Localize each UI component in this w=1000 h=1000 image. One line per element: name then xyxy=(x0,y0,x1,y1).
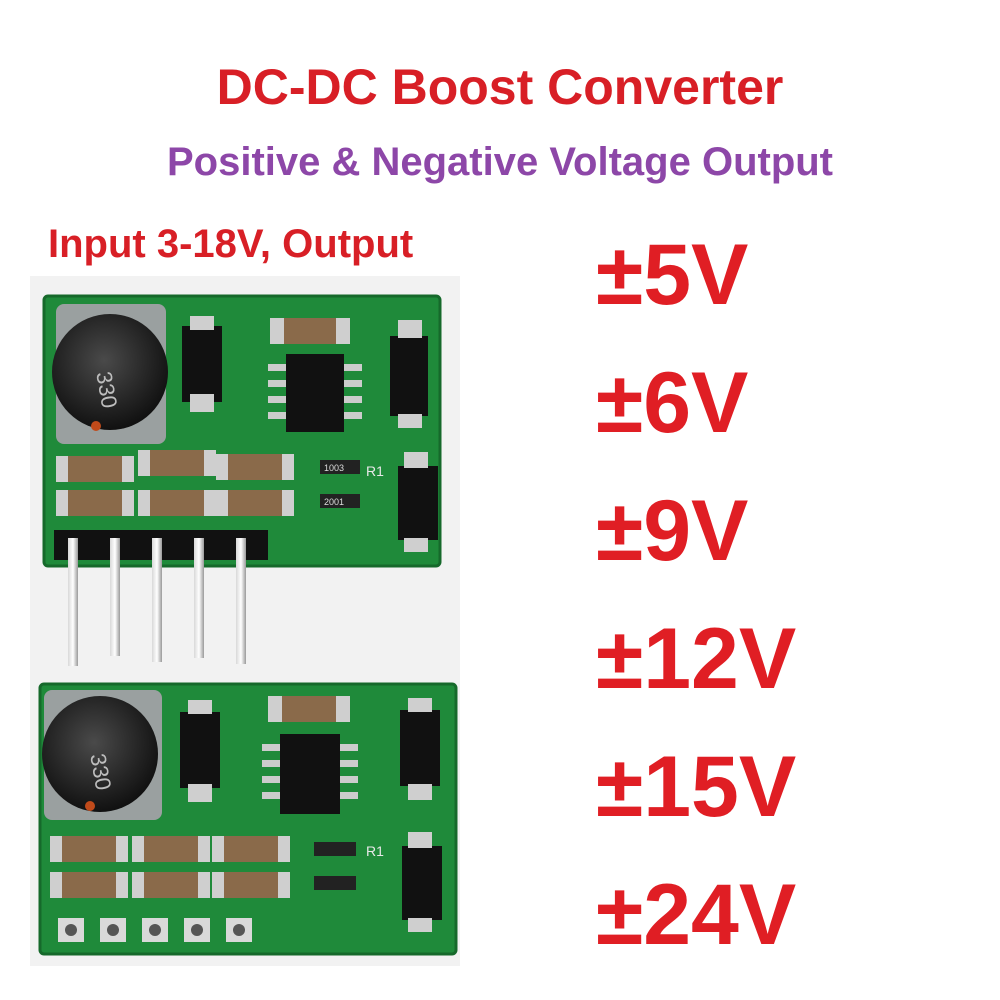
pcb-board-with-pins: 330 xyxy=(42,294,442,666)
resistor-label: R1 xyxy=(366,843,384,859)
input-output-label: Input 3-18V, Output xyxy=(48,222,414,266)
voltage-option: ±5V xyxy=(596,227,749,323)
inductor: 330 xyxy=(52,304,168,444)
ic-chip xyxy=(262,734,358,814)
voltage-option: ±24V xyxy=(596,867,797,963)
product-photo: 330 xyxy=(30,276,460,966)
subtitle: Positive & Negative Voltage Output xyxy=(166,140,834,184)
title: DC-DC Boost Converter xyxy=(216,59,784,115)
inductor: 330 xyxy=(42,690,162,820)
voltage-option: ±9V xyxy=(596,483,749,579)
voltage-option: ±15V xyxy=(596,739,797,835)
voltage-option: ±6V xyxy=(596,355,749,451)
solder-pads xyxy=(58,918,252,942)
pcb-board: 330 xyxy=(38,682,458,956)
resistor-code: 1003 xyxy=(324,463,344,473)
resistor-code: 2001 xyxy=(324,497,344,507)
ic-chip xyxy=(268,354,362,432)
voltage-option: ±12V xyxy=(596,611,797,707)
resistor-label: R1 xyxy=(366,463,384,479)
